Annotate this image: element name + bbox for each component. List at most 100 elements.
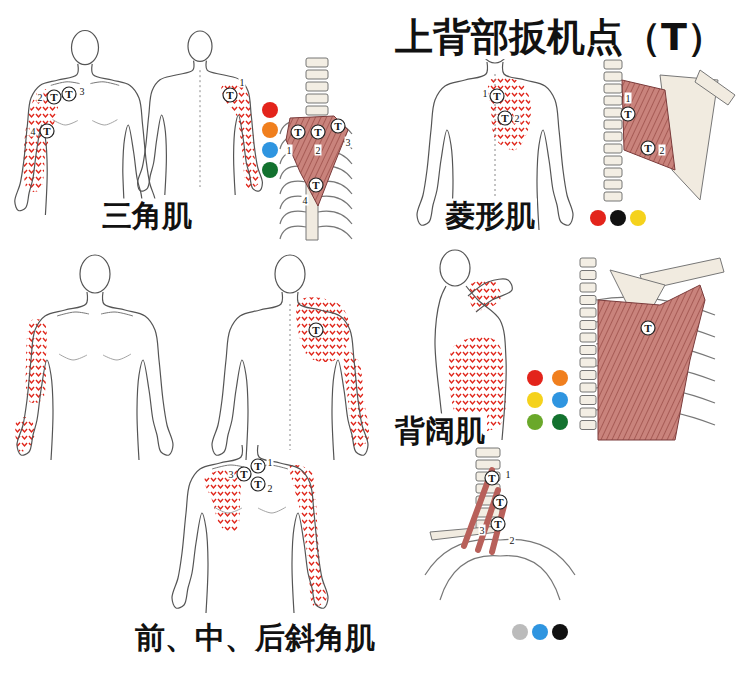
referral-area [289, 465, 326, 606]
color-dot [552, 370, 568, 386]
vertebra [306, 70, 328, 79]
muscle [622, 80, 675, 170]
muscle-strand [492, 506, 504, 552]
callout-number: 3 [228, 469, 235, 480]
trigger-point: T [497, 110, 513, 126]
trigger-circle-outline [47, 90, 61, 104]
callout-number: 1 [239, 77, 246, 88]
vertebra [604, 72, 622, 81]
vertebra [580, 358, 596, 367]
callout-number: 3 [345, 137, 352, 148]
clavicle [57, 312, 89, 316]
body-outline [17, 255, 173, 460]
trigger-letter: T [312, 325, 319, 336]
trigger-letter: T [50, 92, 57, 103]
vertebra [580, 408, 596, 417]
trigger-letter: T [294, 127, 301, 138]
body-side [206, 61, 262, 195]
color-dot [262, 122, 278, 138]
vertebra [580, 396, 596, 405]
vertebrae [580, 258, 596, 430]
vertebra [580, 308, 596, 317]
trigger-point: T [39, 123, 55, 139]
callout-number: 4 [302, 195, 309, 206]
trigger-letter: T [488, 473, 495, 484]
chest-line [258, 507, 286, 513]
vertebra [580, 346, 596, 355]
trigger-letter: T [312, 180, 319, 191]
body-outline [212, 255, 368, 460]
muscle [286, 116, 348, 206]
color-dot [630, 210, 646, 226]
callout-number: 1 [267, 457, 274, 468]
trigger-point: T [620, 106, 636, 122]
trigger-circle-outline [498, 111, 512, 125]
chest-line [59, 354, 87, 360]
vertebra [604, 132, 622, 141]
callout-number: 3 [479, 525, 486, 536]
callout-number: 1 [625, 93, 632, 104]
color-dot [532, 624, 548, 640]
clavicle [90, 82, 119, 86]
body-side [172, 445, 242, 613]
color-dot [552, 414, 568, 430]
vertebra [604, 108, 622, 117]
vertebrae [604, 60, 622, 201]
referral-area [221, 84, 259, 188]
title: 上背部扳机点（T） [392, 17, 728, 59]
callout-number: 2 [315, 145, 322, 156]
body-side [138, 61, 194, 195]
vertebra [580, 296, 596, 305]
body-outline [15, 30, 155, 215]
trigger-letter: T [496, 497, 503, 508]
vertebra [604, 168, 622, 177]
trigger-point: T [46, 89, 62, 105]
vertebra [604, 192, 622, 201]
body-side [17, 292, 87, 460]
trigger-circle-outline [621, 107, 635, 121]
bone [695, 70, 735, 105]
muscle-name: 前、中、后斜角肌 [133, 621, 377, 654]
trigger-circle-outline [331, 119, 345, 133]
muscle [598, 285, 705, 440]
chest-line [53, 120, 78, 125]
trigger-letter: T [493, 91, 500, 102]
trigger-circle-outline [490, 89, 504, 103]
vertebra [604, 84, 622, 93]
trigger-point: T [61, 86, 77, 102]
trigger-circle-outline [251, 459, 265, 473]
color-dot [262, 162, 278, 178]
callout-number: 2 [514, 113, 521, 124]
body-side [103, 292, 173, 460]
trigger-letter: T [254, 461, 261, 472]
trigger-letter: T [644, 143, 651, 154]
trigger-point: T [250, 476, 266, 492]
trigger-point: T [222, 87, 238, 103]
clavicle [51, 82, 80, 86]
trigger-point: T [490, 516, 506, 532]
trigger-point: T [236, 466, 252, 482]
trigger-circle-outline [641, 321, 655, 335]
head [275, 255, 305, 293]
color-dot [262, 142, 278, 158]
rib [500, 556, 560, 600]
muscle-name: 菱形肌 [443, 199, 537, 232]
vertebra [306, 94, 328, 103]
vertebra [476, 448, 500, 457]
body-outline [138, 31, 263, 195]
color-dot [512, 624, 528, 640]
vertebra [476, 460, 500, 469]
trigger-point: T [308, 177, 324, 193]
chest-line [214, 507, 242, 513]
color-dot [610, 210, 626, 226]
callout-number: 2 [37, 92, 44, 103]
body-side [298, 292, 368, 460]
referral-area [488, 77, 531, 150]
head [80, 255, 110, 293]
clavicle [101, 312, 133, 316]
spine-line [290, 304, 291, 450]
trigger-circle-outline [309, 323, 323, 337]
vertebra [580, 421, 596, 430]
trigger-letter: T [624, 109, 631, 120]
trigger-letter: T [226, 90, 233, 101]
